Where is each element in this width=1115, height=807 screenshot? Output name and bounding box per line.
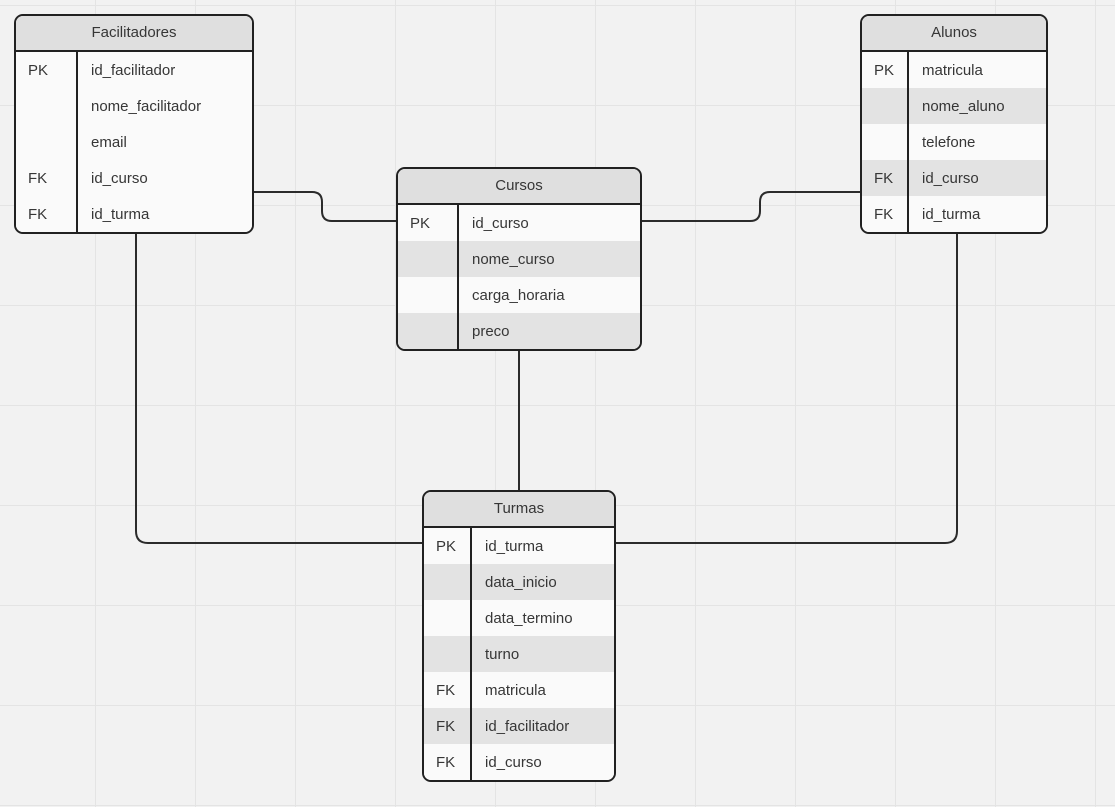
key-label: [862, 88, 909, 124]
field-row[interactable]: FK id_curso: [16, 160, 252, 196]
key-label: [398, 313, 459, 349]
field-row[interactable]: FK matricula: [424, 672, 614, 708]
key-label: [424, 564, 472, 600]
key-label: [862, 124, 909, 160]
field-name: email: [91, 133, 127, 151]
field-row[interactable]: FK id_curso: [862, 160, 1046, 196]
field-row[interactable]: PK id_curso: [398, 205, 640, 241]
table-title[interactable]: Alunos: [862, 16, 1046, 52]
field-name: matricula: [922, 61, 983, 79]
field-row[interactable]: turno: [424, 636, 614, 672]
field-row[interactable]: telefone: [862, 124, 1046, 160]
field-row[interactable]: nome_curso: [398, 241, 640, 277]
field-row[interactable]: PK id_facilitador: [16, 52, 252, 88]
field-name: id_curso: [485, 753, 542, 771]
key-label: FK: [16, 196, 78, 232]
field-name: id_curso: [922, 169, 979, 187]
field-name: nome_facilitador: [91, 97, 202, 115]
field-name: data_inicio: [485, 573, 557, 591]
table-title[interactable]: Cursos: [398, 169, 640, 205]
key-label: [398, 277, 459, 313]
field-row[interactable]: FK id_turma: [16, 196, 252, 232]
field-row[interactable]: FK id_turma: [862, 196, 1046, 232]
key-label: FK: [424, 744, 472, 780]
field-name: nome_aluno: [922, 97, 1005, 115]
relationship-cursos-alunos[interactable]: [642, 191, 860, 222]
field-name: data_termino: [485, 609, 573, 627]
key-label: PK: [424, 528, 472, 564]
key-label: PK: [862, 52, 909, 88]
table-title[interactable]: Turmas: [424, 492, 614, 528]
field-row[interactable]: data_inicio: [424, 564, 614, 600]
field-row[interactable]: nome_facilitador: [16, 88, 252, 124]
table-title[interactable]: Facilitadores: [16, 16, 252, 52]
key-label: FK: [16, 160, 78, 196]
field-name: carga_horaria: [472, 286, 565, 304]
field-row[interactable]: data_termino: [424, 600, 614, 636]
key-label: FK: [424, 672, 472, 708]
key-label: [398, 241, 459, 277]
key-label: PK: [398, 205, 459, 241]
field-row[interactable]: preco: [398, 313, 640, 349]
key-label: [16, 124, 78, 160]
field-name: id_facilitador: [485, 717, 570, 735]
relationship-facilitadores-turmas[interactable]: [135, 229, 422, 544]
key-label: PK: [16, 52, 78, 88]
field-name: telefone: [922, 133, 976, 151]
relationship-alunos-turmas[interactable]: [616, 229, 958, 544]
key-label: FK: [862, 160, 909, 196]
key-label: [424, 636, 472, 672]
field-name: preco: [472, 322, 510, 340]
field-name: id_facilitador: [91, 61, 176, 79]
key-label: FK: [424, 708, 472, 744]
field-name: matricula: [485, 681, 546, 699]
field-row[interactable]: nome_aluno: [862, 88, 1046, 124]
key-label: [16, 88, 78, 124]
field-row[interactable]: carga_horaria: [398, 277, 640, 313]
field-name: id_turma: [922, 205, 981, 223]
field-row[interactable]: FK id_curso: [424, 744, 614, 780]
field-row[interactable]: PK id_turma: [424, 528, 614, 564]
field-row[interactable]: PK matricula: [862, 52, 1046, 88]
field-row[interactable]: email: [16, 124, 252, 160]
field-name: id_curso: [91, 169, 148, 187]
relationship-facilitadores-cursos[interactable]: [254, 191, 396, 222]
field-name: id_curso: [472, 214, 529, 232]
field-name: id_turma: [91, 205, 150, 223]
field-name: nome_curso: [472, 250, 555, 268]
key-label: [424, 600, 472, 636]
field-name: turno: [485, 645, 520, 663]
key-label: FK: [862, 196, 909, 232]
field-name: id_turma: [485, 537, 544, 555]
field-row[interactable]: FK id_facilitador: [424, 708, 614, 744]
